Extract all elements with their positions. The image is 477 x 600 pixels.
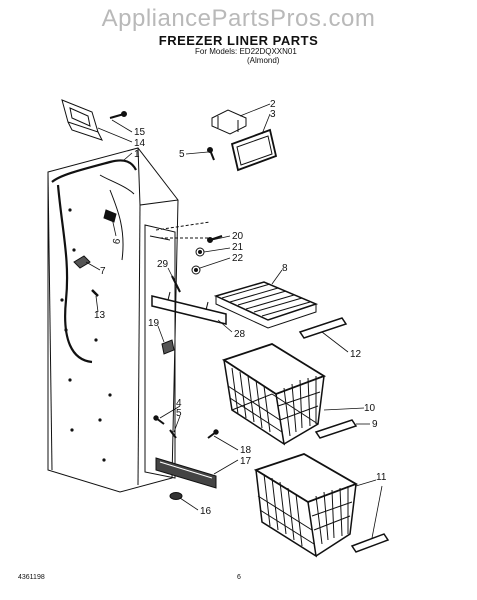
shelf-support-part-28 — [151, 291, 227, 325]
document-number: 4361198 — [18, 574, 45, 581]
trim-strip-part-12 — [298, 317, 348, 339]
callout-29: 29 — [157, 259, 169, 270]
callout-14: 14 — [134, 138, 146, 149]
callout-12: 12 — [350, 349, 362, 360]
callout-5-bottom: 5 — [176, 408, 182, 419]
callout-5-top: 5 — [179, 149, 185, 160]
clip-part-19 — [161, 339, 175, 355]
callout-10: 10 — [364, 403, 376, 414]
callout-18: 18 — [240, 445, 252, 456]
clip-part-22 — [191, 265, 201, 275]
callout-6: 6 — [111, 237, 123, 245]
basket-runner-lower — [350, 533, 390, 553]
kick-rail-part-17 — [155, 457, 217, 489]
freezer-liner-part-1 — [47, 147, 179, 493]
screw-part-20 — [207, 235, 223, 243]
light-bracket-part-2 — [211, 109, 247, 135]
callout-11: 11 — [376, 472, 387, 483]
models-line: For Models: ED22DQXXN01 — [195, 47, 297, 56]
hinge-bracket-part-14 — [61, 99, 103, 141]
callout-20: 20 — [232, 231, 244, 242]
screw-part-15 — [109, 111, 127, 119]
clip-part-6 — [103, 209, 117, 223]
screw-part-13 — [91, 289, 99, 297]
callout-21: 21 — [232, 242, 244, 253]
screw-part-5-bottom — [169, 429, 177, 439]
model-variant: (Almond) — [247, 56, 280, 65]
diagram-title: FREEZER LINER PARTS — [158, 33, 319, 48]
callout-8: 8 — [282, 263, 288, 274]
callout-labels: 2 3 5 15 14 1 6 7 13 20 21 22 8 29 28 12… — [94, 99, 387, 517]
foot-part-16 — [169, 492, 183, 500]
screw-part-18 — [207, 429, 219, 439]
clip-part-21 — [195, 247, 205, 257]
light-lens-part-3 — [230, 128, 278, 172]
callout-13: 13 — [94, 310, 106, 321]
upper-basket-part-10 — [221, 343, 327, 446]
callout-19: 19 — [148, 318, 160, 329]
callout-4: 4 — [176, 398, 182, 409]
callout-16: 16 — [200, 506, 212, 517]
outline-bracket-area — [155, 221, 211, 239]
callout-22: 22 — [232, 253, 244, 264]
watermark-logo: AppliancePartsPros.com — [101, 5, 376, 32]
callout-1: 1 — [134, 149, 140, 160]
callout-28: 28 — [234, 329, 246, 340]
page-number: 6 — [237, 574, 241, 581]
screw-part-4 — [153, 415, 165, 425]
callout-9: 9 — [372, 419, 378, 430]
lower-basket-part-11 — [253, 453, 359, 558]
basket-runner-part-9 — [314, 419, 358, 439]
leader-lines — [85, 103, 383, 539]
wire-shelf-part-8 — [213, 281, 319, 329]
callout-17: 17 — [240, 456, 252, 467]
callout-2: 2 — [270, 99, 276, 110]
screw-part-5-top — [207, 147, 215, 161]
callout-15: 15 — [134, 127, 146, 138]
callout-7: 7 — [100, 266, 106, 277]
callout-3: 3 — [270, 109, 276, 120]
clip-part-7 — [73, 255, 91, 269]
